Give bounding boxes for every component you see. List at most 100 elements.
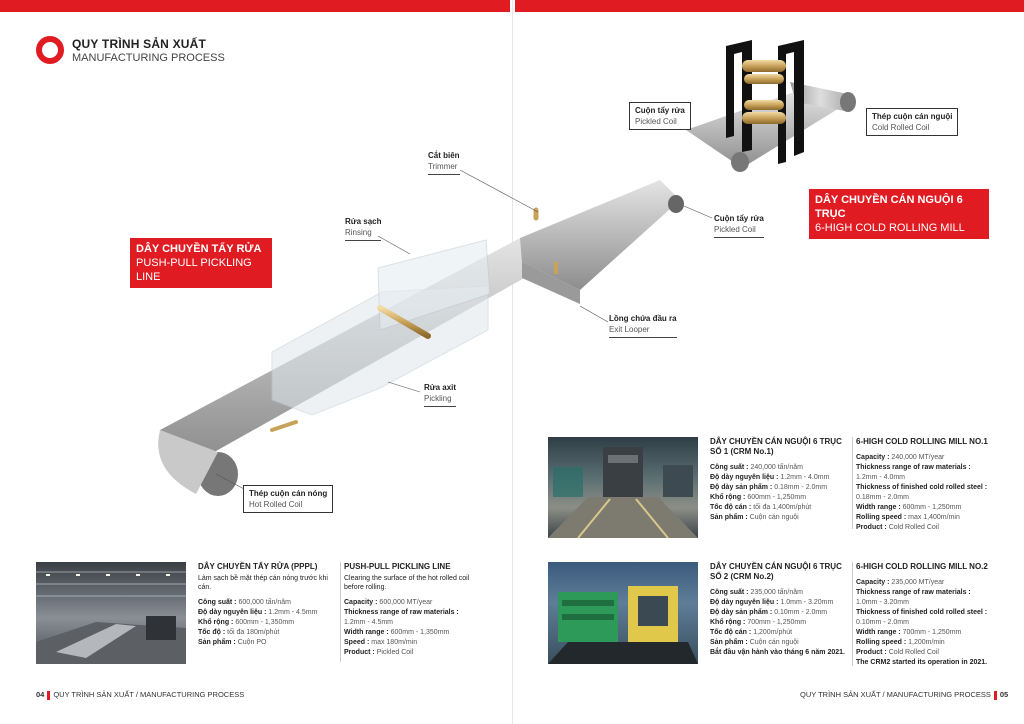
spec-value: 600mm - 1,250mm <box>747 494 807 501</box>
page-title-en: MANUFACTURING PROCESS <box>72 52 225 64</box>
spec-key: Rolling speed : <box>856 514 907 521</box>
spec-key: Công suất : <box>710 464 749 471</box>
cold-mill-title: DÂY CHUYỀN CÁN NGUỘI 6 TRỤC 6-HIGH COLD … <box>809 189 989 239</box>
spec-key: Width range : <box>856 504 901 511</box>
pppl-spec-en: PUSH-PULL PICKLING LINE Clearing the sur… <box>340 562 476 662</box>
footer-right-text: QUY TRÌNH SẢN XUẤT / MANUFACTURING PROCE… <box>800 690 991 699</box>
pppl-title-en: PUSH-PULL PICKLING LINE <box>344 562 451 571</box>
spec-key: Tốc độ cán : <box>710 504 752 511</box>
cold-mill-title-vi: DÂY CHUYỀN CÁN NGUỘI 6 TRỤC <box>815 194 963 220</box>
logo-circle-icon <box>36 36 64 64</box>
spec-row: Công suất : 600,000 tấn/năm <box>198 598 336 608</box>
cold-rolled-coil-callout: Thép cuộn cán nguội Cold Rolled Coil <box>866 108 959 136</box>
pickling-line-title: DÂY CHUYỀN TẨY RỬA PUSH-PULL PICKLING LI… <box>130 238 272 288</box>
spec-value: 600mm - 1,350mm <box>390 629 450 636</box>
spec-value: 1.0mm - 3.20mm <box>856 599 909 606</box>
spec-value: 235,000 MT/year <box>891 579 945 586</box>
rinsing-label-en: Rinsing <box>345 228 372 237</box>
spec-key: Product : <box>856 649 887 656</box>
spec-row: Độ dày sản phẩm : 0.10mm - 2.0mm <box>710 608 850 618</box>
hot-coil-label-vi: Thép cuộn cán nóng <box>249 489 328 498</box>
spec-key: Sản phẩm : <box>710 514 748 521</box>
leader-exit-looper <box>579 305 609 323</box>
spec-value: 0.10mm - 2.0mm <box>774 609 828 616</box>
top-red-bar <box>515 0 1024 12</box>
spec-row: Width range : 600mm - 1,250mm <box>856 503 990 513</box>
factory-hall-image <box>36 571 186 664</box>
spec-row: Độ dày nguyên liệu : 1.2mm - 4.5mm <box>198 608 336 618</box>
crm2-note-vi: Bắt đầu vận hành vào tháng 6 năm 2021. <box>710 649 845 656</box>
hot-coil-wrap <box>158 430 218 494</box>
spec-row: Capacity : 600,000 MT/year <box>344 598 476 608</box>
spec-value: tối đa 1,400m/phút <box>753 504 812 511</box>
spec-value: Pickled Coil <box>376 649 414 656</box>
mill-stand-frame-right <box>778 40 804 164</box>
mill-pickled-coil-vi: Cuộn tẩy rửa <box>635 106 685 115</box>
work-roll-top <box>744 74 784 84</box>
spec-value: Cuộn cán nguội <box>749 514 799 521</box>
spec-key: Sản phẩm : <box>198 639 236 646</box>
spec-key: Độ dày nguyên liệu : <box>198 609 267 616</box>
footer-left-text: QUY TRÌNH SẢN XUẤT / MANUFACTURING PROCE… <box>53 690 245 699</box>
pickling-label-vi: Rửa axit <box>424 383 457 392</box>
pickling-label-en: Pickling <box>424 394 452 403</box>
backup-roll-top <box>742 60 786 72</box>
pickling-line-title-vi: DÂY CHUYỀN TẨY RỬA <box>136 243 262 255</box>
spec-row: Công suất : 235,000 tấn/năm <box>710 588 850 598</box>
spec-key: Khổ rộng : <box>710 619 746 626</box>
spec-value: 1,200m/phút <box>753 629 793 636</box>
spec-key: Khổ rộng : <box>710 494 746 501</box>
spec-value: 0.18mm - 2.0mm <box>774 484 828 491</box>
pppl-desc-en: Clearing the surface of the hot rolled c… <box>344 575 470 591</box>
cold-mill-strip-out <box>790 82 850 112</box>
spec-key: Width range : <box>856 629 901 636</box>
pickled-coil-callout: Cuộn tẩy rửa Pickled Coil <box>714 213 764 238</box>
spec-key: Tốc độ : <box>198 629 226 636</box>
leader-pickling <box>387 381 421 393</box>
pppl-title-vi: DÂY CHUYỀN TẨY RỬA (PPPL) <box>198 562 318 571</box>
spec-row: Khổ rộng : 600mm - 1,250mm <box>710 493 850 503</box>
spec-value: max 180m/min <box>371 639 418 646</box>
spec-row: Khổ rộng : 600mm - 1,350mm <box>198 618 336 628</box>
pickling-line-photo <box>36 562 186 664</box>
leader-rinsing <box>377 235 411 255</box>
spec-key: Thickness of finished cold rolled steel … <box>856 609 988 616</box>
spec-value: 1.2mm - 4.5mm <box>268 609 318 616</box>
spec-value: 0.10mm - 2.0mm <box>856 619 909 626</box>
cold-rolled-coil-end <box>840 92 856 112</box>
footer-left: 04 QUY TRÌNH SẢN XUẤT / MANUFACTURING PRO… <box>36 690 244 700</box>
spec-row: Rolling speed : 1,200m/min <box>856 638 990 648</box>
roller <box>377 305 431 339</box>
spec-key: Độ dày nguyên liệu : <box>710 474 779 481</box>
mill-in-coil <box>731 152 749 172</box>
exit-looper-callout: Lồng chứa đầu ra Exit Looper <box>609 313 677 338</box>
spec-row: Độ dày nguyên liệu : 1.0mm - 3.20mm <box>710 598 850 608</box>
page-number-left: 04 <box>36 690 45 699</box>
spec-key: Capacity : <box>344 599 378 606</box>
spec-row: Độ dày nguyên liệu : 1.2mm - 4.0mm <box>710 473 850 483</box>
spec-key: Thickness range of raw materials : <box>856 464 971 471</box>
crm1-machine-image <box>548 447 698 538</box>
spec-key: Tốc độ cán : <box>710 629 752 636</box>
spec-key: Thickness range of raw materials : <box>344 609 459 616</box>
looper-side <box>522 262 580 304</box>
pickling-callout: Rửa axit Pickling <box>424 382 457 407</box>
spec-row: Khổ rộng : 700mm - 1,250mm <box>710 618 850 628</box>
crm2-note-en: The CRM2 started its operation in 2021. <box>856 659 988 666</box>
pickled-coil-label-en: Pickled Coil <box>714 225 756 234</box>
spec-key: Khổ rộng : <box>198 619 234 626</box>
spec-key: Thickness of finished cold rolled steel … <box>856 484 988 491</box>
strip-upper <box>520 180 680 290</box>
hot-coil-label-en: Hot Rolled Coil <box>249 500 303 509</box>
spec-key: Thickness range of raw materials : <box>856 589 971 596</box>
spec-value: 1.0mm - 3.20mm <box>780 599 834 606</box>
spec-value: 600,000 tấn/năm <box>238 599 291 606</box>
spec-key: Speed : <box>344 639 370 646</box>
spec-key: Rolling speed : <box>856 639 907 646</box>
spec-value: Cuộn cán nguội <box>749 639 799 646</box>
spec-value: tối đa 180m/phút <box>227 629 280 636</box>
spec-row: Rolling speed : max 1,400m/min <box>856 513 990 523</box>
spec-key: Công suất : <box>710 589 749 596</box>
footer-right: QUY TRÌNH SẢN XUẤT / MANUFACTURING PROCE… <box>800 690 1008 700</box>
